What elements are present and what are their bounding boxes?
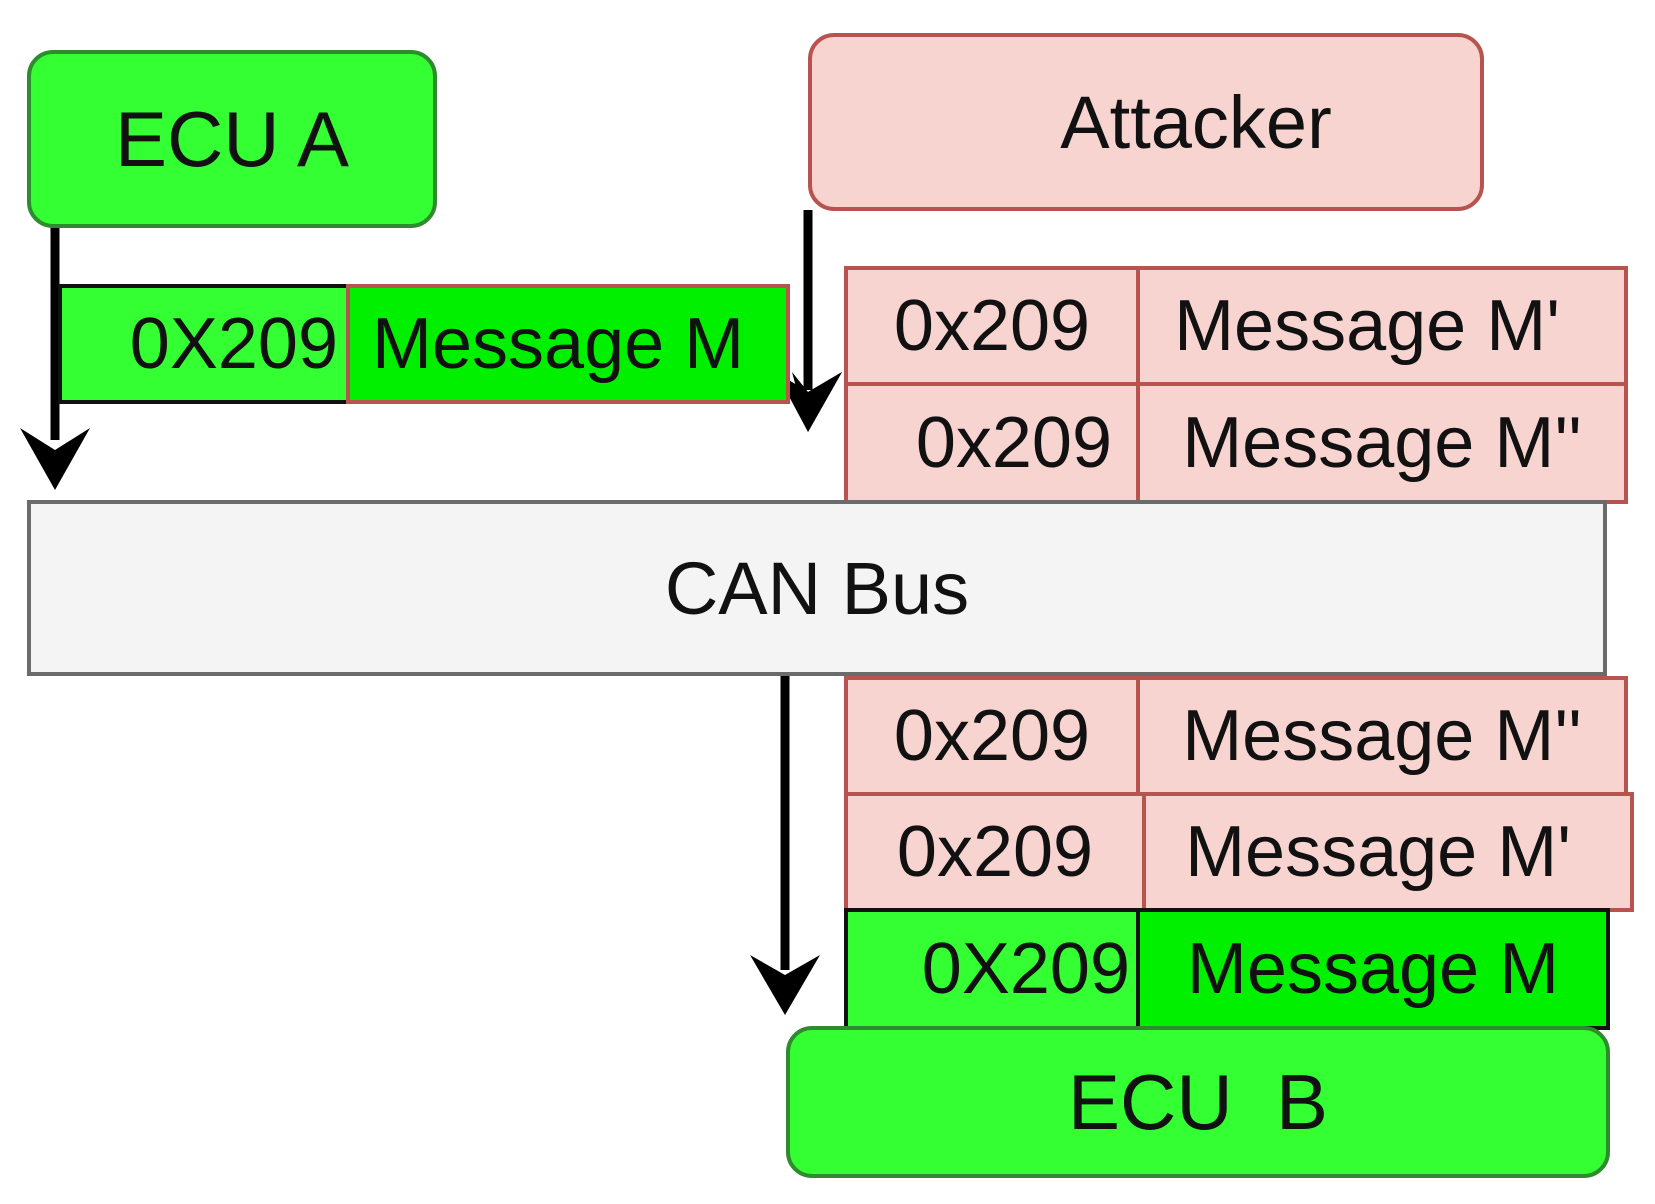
frame-id-cell: 0x209 [844,266,1140,386]
frame-id-cell: 0x209 [844,676,1140,796]
ecu-b-node: ECU B [786,1026,1610,1178]
ecu-a-to-bus-arrow [20,226,90,490]
frame-message: Message M' [1185,812,1571,892]
attacker-label: Attacker [1060,80,1332,164]
received-frame-2: 0x209 Message M' [844,792,1634,912]
frame-id: 0X209 [921,929,1130,1009]
frame-id: 0X209 [129,304,338,384]
frame-id-cell: 0X209 [844,908,1140,1030]
attacker-frame-1: 0x209 Message M' [844,266,1628,386]
frame-id: 0x209 [893,286,1091,366]
frame-message-cell: Message M'' [1136,382,1628,504]
bus-to-ecu-b-arrow [750,672,820,1015]
received-frame-1: 0x209 Message M'' [844,676,1628,796]
frame-id: 0x209 [915,403,1112,483]
received-frame-3: 0X209 Message M [844,908,1610,1030]
frame-id-cell: 0x209 [844,792,1146,912]
attacker-frame-2: 0x209 Message M'' [844,382,1628,504]
frame-message: Message M'' [1182,403,1582,483]
frame-id-cell: 0x209 [844,382,1140,504]
can-bus: CAN Bus [27,500,1607,676]
ecu-b-label: ECU B [1067,1057,1329,1146]
frame-message-cell: Message M' [1136,266,1628,386]
frame-id: 0x209 [893,696,1091,776]
ecu-a-frame: 0X209 Message M [58,284,790,404]
can-bus-label: CAN Bus [664,546,970,630]
ecu-a-label: ECU A [114,94,350,183]
frame-id: 0x209 [896,812,1094,892]
frame-message: Message M'' [1182,696,1582,776]
frame-message-cell: Message M [1136,908,1610,1030]
attacker-to-bus-arrow [776,210,842,432]
frame-id-cell: 0X209 [58,284,350,404]
frame-message: Message M' [1174,286,1560,366]
frame-message: Message M [1186,929,1560,1009]
frame-message-cell: Message M'' [1136,676,1628,796]
attacker-node: Attacker [808,33,1484,211]
ecu-a-node: ECU A [27,50,437,228]
frame-message: Message M [372,304,745,384]
frame-message-cell: Message M' [1142,792,1634,912]
frame-message-cell: Message M [346,284,790,404]
